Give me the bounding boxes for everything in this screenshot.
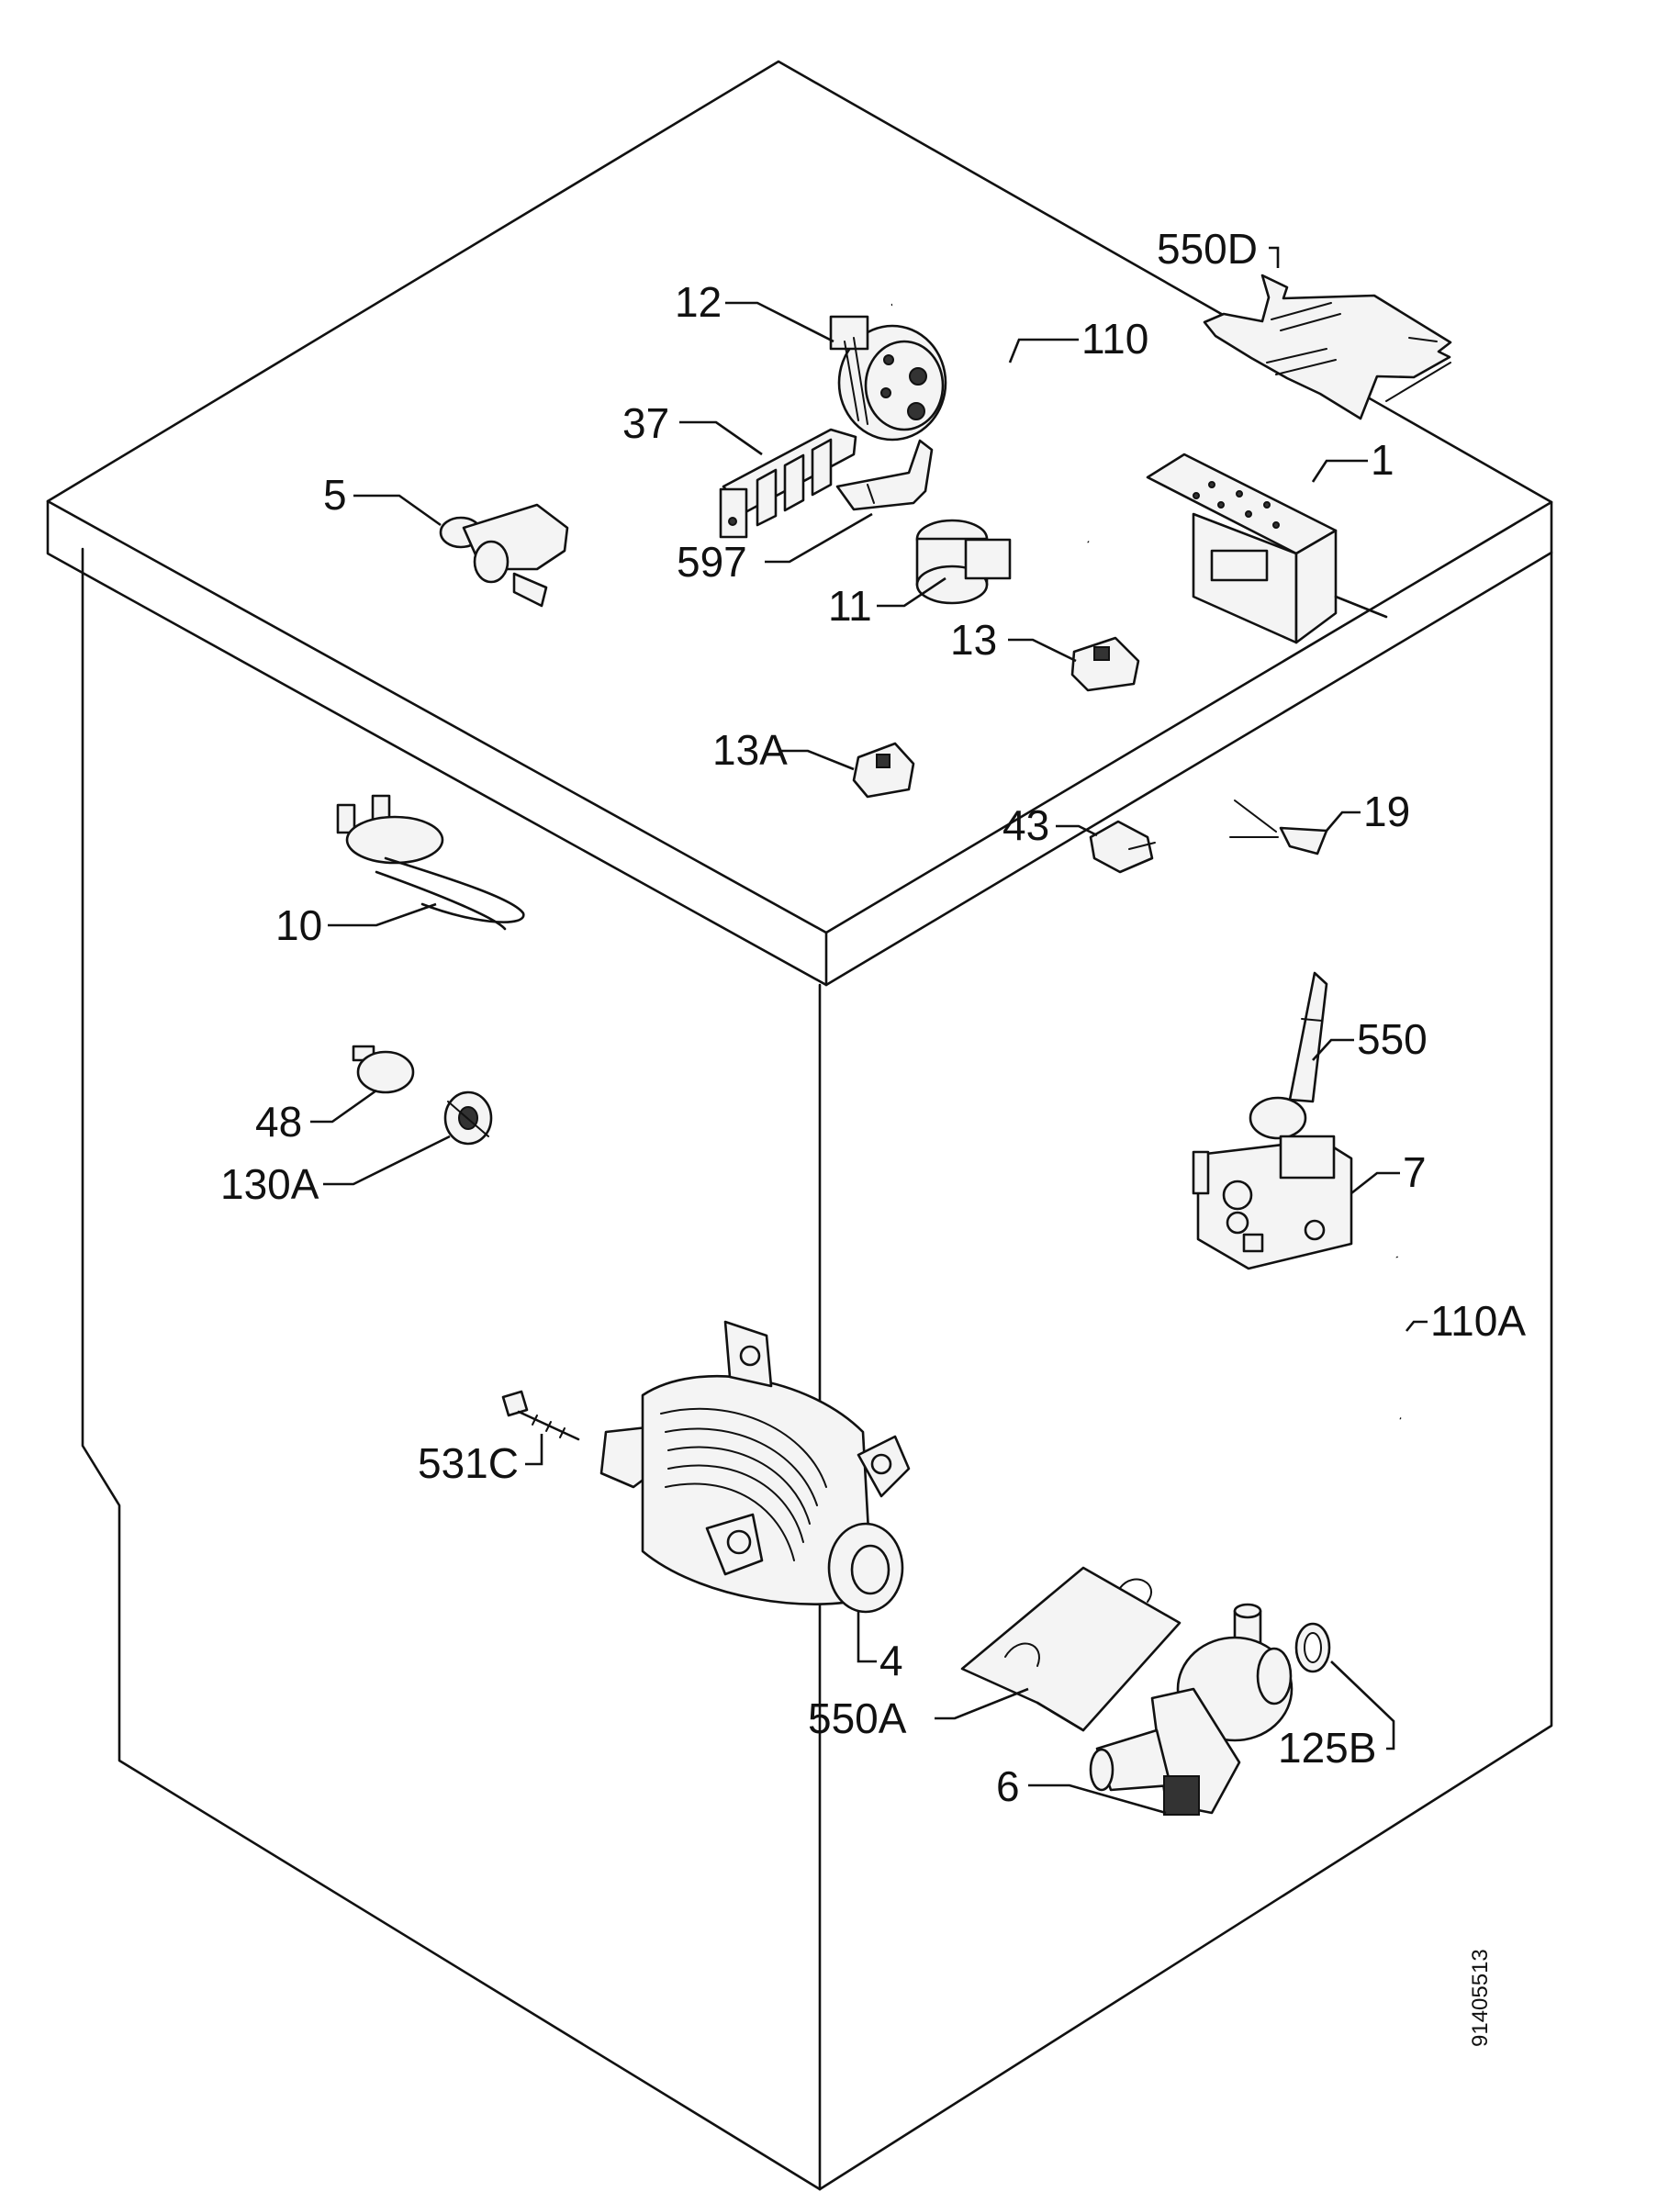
part-1-control-module <box>1146 453 1388 644</box>
callout-37: 37 <box>622 399 669 447</box>
callout-12: 12 <box>675 278 722 326</box>
callout-130a: 130A <box>220 1160 319 1208</box>
callout-19: 19 <box>1363 788 1410 835</box>
callout-597: 597 <box>677 538 747 586</box>
part-550a-pad <box>960 1566 1182 1732</box>
part-13a-connector <box>852 742 915 799</box>
callout-43: 43 <box>1002 801 1049 849</box>
callout-110a: 110A <box>1430 1297 1526 1345</box>
part-550-cable <box>1249 971 1328 1140</box>
callout-125b: 125B <box>1278 1724 1376 1772</box>
part-110a-hose <box>1383 1256 1407 1421</box>
callout-550d: 550D <box>1157 225 1258 273</box>
callout-550a: 550A <box>808 1694 907 1742</box>
callout-48: 48 <box>255 1098 302 1146</box>
part-37-terminal-block <box>719 428 857 539</box>
callout-labels: 550D 12 110 37 1 5 597 11 13 13A 43 19 1… <box>220 225 1526 1810</box>
part-597-bracket <box>835 439 934 511</box>
part-48-indicator <box>352 1045 415 1094</box>
part-6-drain-pump <box>1089 1603 1294 1816</box>
callout-10: 10 <box>275 901 322 949</box>
callout-11: 11 <box>828 582 872 630</box>
part-110-hose <box>890 301 1090 543</box>
part-13-connector <box>1070 636 1140 692</box>
callout-13: 13 <box>950 616 997 664</box>
callout-13a: 13A <box>712 726 788 774</box>
callout-7: 7 <box>1403 1148 1427 1196</box>
callout-6: 6 <box>996 1762 1020 1810</box>
part-531c-screw <box>501 1390 580 1441</box>
reference-code: 91405513 <box>1468 1949 1493 2047</box>
part-5-inlet-valve <box>439 503 569 608</box>
part-10-heating-element <box>336 794 525 931</box>
part-130a-knob <box>443 1090 493 1146</box>
callout-531c: 531C <box>418 1439 519 1487</box>
callout-110: 110 <box>1081 315 1148 363</box>
callout-550: 550 <box>1357 1015 1428 1063</box>
part-125b-seal <box>1294 1622 1331 1673</box>
part-7-door-lock <box>1192 1135 1353 1270</box>
leader-lines <box>310 246 1428 1815</box>
part-4-motor <box>599 1320 911 1614</box>
callout-5: 5 <box>323 471 347 519</box>
part-43-switch <box>1089 820 1156 874</box>
part-12-pressure-switch <box>829 315 947 442</box>
callout-1: 1 <box>1371 436 1394 484</box>
part-19-sensor <box>1229 800 1328 855</box>
part-11-capacitor <box>915 519 1012 605</box>
callout-4: 4 <box>879 1637 903 1684</box>
part-550d-cover-plate <box>1203 274 1452 420</box>
